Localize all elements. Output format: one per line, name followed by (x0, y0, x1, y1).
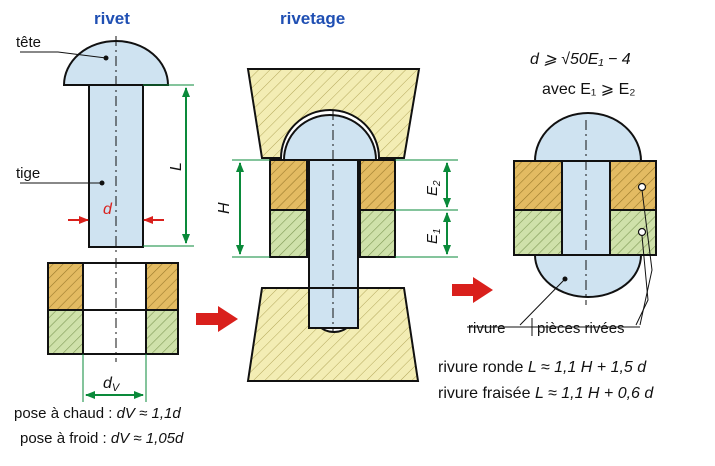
plates-right (513, 160, 657, 256)
plates-middle (269, 159, 396, 258)
pose-chaud: pose à chaud : dV ≈ 1,1d (14, 405, 181, 422)
title-rivetage: rivetage (280, 9, 345, 28)
label-tete: tête (16, 34, 41, 51)
label-dV: dV (103, 375, 121, 394)
title-rivet: rivet (94, 9, 130, 28)
label-pieces: pièces rivées (537, 320, 625, 337)
rivet-rivure (533, 254, 643, 298)
plates-left (47, 258, 179, 362)
formula-ronde: rivure ronde L ≈ 1,1 H + 1,5 d (438, 359, 647, 376)
rivet-part (62, 36, 170, 255)
formula-fraisee: rivure fraisée L ≈ 1,1 H + 0,6 d (438, 385, 654, 402)
rivet-head-result (533, 112, 643, 162)
arrow-right-icon-2 (452, 277, 493, 303)
label-H: H (216, 202, 233, 214)
formula-top1: d ⩾ √50E₁ − 4 (530, 51, 631, 68)
formula-top2: avec E₁ ⩾ E₂ (542, 81, 636, 98)
label-E2: E2 (424, 180, 443, 196)
label-rivure: rivure (468, 320, 506, 337)
arrow-right-icon (196, 306, 238, 332)
label-d: d (103, 201, 113, 218)
label-tige: tige (16, 165, 40, 182)
label-E1: E1 (424, 228, 443, 244)
label-L: L (168, 162, 185, 171)
pose-froid: pose à froid : dV ≈ 1,05d (20, 430, 184, 447)
